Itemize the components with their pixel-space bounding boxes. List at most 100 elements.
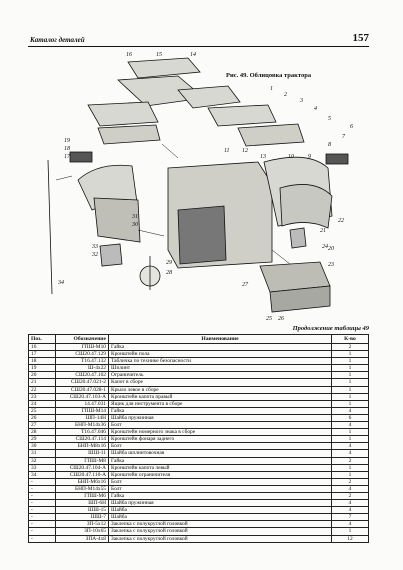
row-name: Болт (108, 421, 332, 430)
row-code: Т16.47.046 (55, 428, 109, 437)
header-qty: К-во (331, 334, 369, 344)
row-code: СШ20.47.028-1 (55, 385, 109, 394)
row-code: ГПШ-М6 (55, 491, 109, 501)
row-name: Ящик для инструмента в сборе (108, 399, 332, 408)
row-code: СШ20.47.114 (55, 435, 109, 444)
row-name: Шайба шплинтовочная (108, 449, 332, 458)
header-code: Обозначение (55, 334, 109, 344)
figure-label: 9 (308, 154, 311, 160)
row-name: Шайба (108, 513, 332, 522)
catalog-section-title: Каталог деталей (30, 36, 85, 44)
row-qty: 1 (331, 350, 369, 359)
figure-label: 8 (328, 142, 331, 148)
row-name: Кронштейн ограничителя (108, 470, 332, 479)
row-code: Т16.47.132 (55, 357, 109, 366)
row-qty: 1 (331, 357, 369, 366)
row-code: ШШ-15 (55, 506, 109, 515)
figure-label: 5 (328, 116, 331, 122)
safety-plate-right (325, 153, 349, 165)
row-qty: 4 (331, 506, 369, 515)
row-pos: 18 (28, 357, 56, 366)
figure-label: 28 (166, 270, 172, 276)
figure-label: 11 (224, 148, 230, 154)
row-name: Гайка (108, 342, 332, 352)
row-name: Болт (108, 477, 332, 486)
row-code: ШП-14Н (55, 413, 109, 423)
figure-label: 19 (64, 138, 70, 144)
row-name: Шплинт (108, 364, 332, 373)
safety-plate-left (69, 151, 93, 163)
row-code: ШШ-7 (55, 513, 109, 522)
row-name: Заклепка с полукруглой головкой (108, 527, 332, 536)
row-qty: 4 (331, 484, 369, 493)
row-name: Болт (108, 442, 332, 451)
row-code: СШ20.47.110-А (55, 470, 109, 479)
hood-bracket-left (99, 243, 123, 267)
row-pos: 33 (28, 463, 56, 472)
figure-label: 29 (166, 260, 172, 266)
floor-panel-top (127, 57, 201, 79)
row-code: ГПШ-М8 (55, 456, 109, 465)
figure-label: 23 (328, 262, 334, 268)
row-pos: 25 (28, 406, 56, 415)
row-qty: 4 (331, 449, 369, 458)
row-qty: 2 (331, 477, 369, 486)
row-pos: - (28, 499, 56, 508)
row-code: БНП-М8х16 (55, 442, 109, 451)
row-qty: 1 (331, 364, 369, 373)
row-pos: - (28, 520, 56, 529)
right-fender (279, 184, 333, 229)
row-qty: 4 (331, 520, 369, 529)
row-code: СШ20.47.104-А (55, 463, 109, 472)
figure-label: 16 (126, 52, 132, 58)
tractor-cladding-drawing: 19 18 17 16 15 14 13 12 11 10 9 8 7 6 5 … (47, 51, 353, 322)
row-code: СШ20.47.102 (55, 371, 109, 380)
table-continuation-title: Продолжение таблицы 49 (292, 325, 369, 332)
figure-label: 10 (288, 154, 294, 160)
figure-label: 4 (314, 105, 317, 112)
figure-label: 15 (156, 52, 162, 58)
row-pos: - (28, 513, 56, 522)
row-qty: 1 (331, 378, 369, 387)
figure-label: 17 (64, 154, 71, 160)
row-code: ГПШ-М14 (55, 406, 109, 415)
row-qty: 6 (331, 413, 369, 423)
header-pos: Поз. (28, 334, 56, 344)
row-code: ГПШ-М10 (55, 342, 109, 352)
row-pos: 32 (28, 456, 56, 465)
header-rule (28, 46, 369, 47)
row-qty: 7 (331, 513, 369, 522)
row-pos: 26 (28, 413, 56, 423)
row-pos: 20 (28, 371, 56, 380)
row-pos: 21 (28, 378, 56, 387)
row-pos: 30 (28, 442, 56, 451)
row-code: ЗПА-4х8 (55, 534, 109, 543)
row-pos: 22 (28, 385, 56, 394)
figure-caption: Рис. 49. Облицовка трактора (226, 72, 312, 79)
row-qty: 1 (331, 392, 369, 401)
row-qty: 2 (331, 456, 369, 465)
row-name: Капот в сборе (108, 378, 332, 387)
figure-label: 31 (131, 214, 138, 220)
row-pos: 27 (28, 421, 56, 430)
figure-label: 26 (278, 316, 284, 322)
row-code: СШ20.47.021-2 (55, 378, 109, 387)
row-qty: 12 (331, 534, 369, 543)
row-pos: 28 (28, 428, 56, 437)
row-code: СШ20.47.129 (55, 350, 109, 359)
figure-label: 33 (91, 244, 98, 250)
